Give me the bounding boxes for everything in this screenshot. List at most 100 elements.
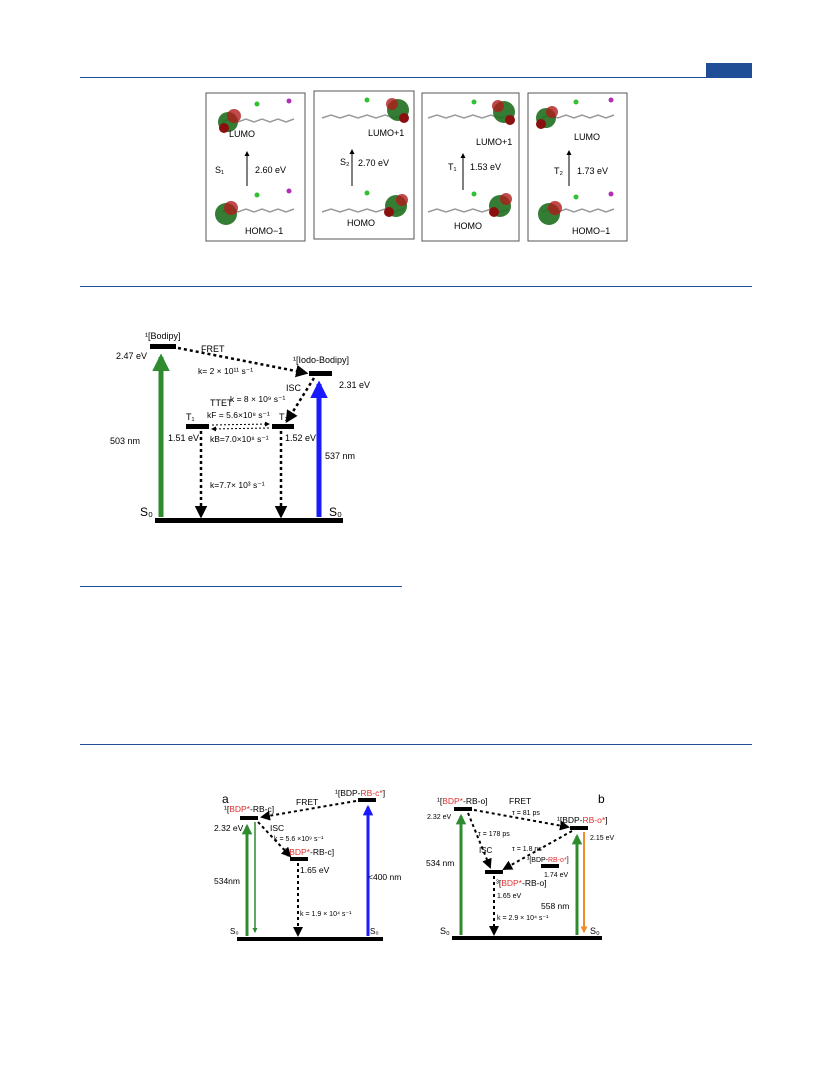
uv-absorption-label-a: <400 nm [368,872,401,882]
orbital-state-3: T₁ [448,162,457,172]
orbital-panel-2: LUMO+1 S₂ 2.70 eV HOMO [313,90,415,240]
s1-label-b: ¹[BDP*-RB-o] [437,796,488,806]
orbital-energy-2: 2.70 eV [358,158,389,168]
bodipy-level [150,344,176,349]
acceptor-triplet-label-b: ³[BDP-RB-o*] [527,857,569,864]
triplet-decay-rate: k=7.7× 10³ s⁻¹ [210,480,265,490]
triplet-label-b: ³[BDP*-RB-o] [496,878,547,888]
section-rule-2 [80,586,402,587]
ground-state-left-label-a: S₀ [230,927,239,936]
panel-label-b: b [598,792,605,806]
t1-level [186,424,209,429]
jablonski-diagram-1: ¹[Bodipy] 2.47 eV FRET k= 2 × 10¹¹ s⁻¹ ¹… [110,331,370,523]
orbital-panels: LUMO S₁ 2.60 eV HOMO−1 LUMO+1 [205,90,628,242]
triplet-label-a: ³[BDP*-RB-c] [284,847,334,857]
absorption-left-label: 503 nm [110,436,140,446]
t2-energy: 1.52 eV [285,433,316,443]
fret-rate: k= 2 × 10¹¹ s⁻¹ [198,366,253,376]
fret-arrow-a [260,800,357,821]
fret-label: FRET [201,344,225,354]
triplet-decay-rate-b: k = 2.9 × 10⁴ s⁻¹ [497,915,549,922]
orbital-panel-3: LUMO+1 T₁ 1.53 eV HOMO [421,92,520,242]
ttet-back-arrow [211,426,270,432]
acceptor-energy-b: 2.15 eV [590,835,614,842]
isc-lifetime-b: τ = 178 ps [478,831,510,838]
molecule-homo-1 [215,188,295,225]
ground-state-right-label-a: S₀ [370,927,379,936]
s1-energy-a: 2.32 eV [214,823,244,833]
bodipy-energy: 2.47 eV [116,351,147,361]
t1-energy: 1.51 eV [168,433,199,443]
molecule-lumo-2 [321,97,409,123]
acceptor-lifetime-b: τ = 1.8 ns [512,846,542,853]
donor-level-a [358,798,376,802]
triplet-decay-rate-a: k = 1.9 × 10⁴ s⁻¹ [300,911,352,918]
orbital-energy-3: 1.53 eV [470,162,501,172]
ground-state-right-label: S₀ [329,505,342,519]
iodo-bodipy-energy: 2.31 eV [339,380,370,390]
iodo-bodipy-level [309,371,332,376]
orbital-upper-label-3: LUMO+1 [476,137,512,147]
orbital-panel-4: LUMO T₂ 1.73 eV HOMO−1 [527,92,628,242]
ground-state-bar-a [237,937,383,941]
ground-state-bar-b [452,936,602,940]
isc-rate: k = 8 × 10⁹ s⁻¹ [230,394,286,404]
orbital-lower-label-4: HOMO−1 [572,226,610,236]
fret-label-a: FRET [296,797,318,807]
triplet-level-b [485,870,503,874]
isc-arrow-b [467,812,492,869]
s1-level-b [454,807,472,811]
acceptor-triplet-level-b [541,864,559,868]
s1-label-a: ¹[BDP*-RB-c] [224,804,274,814]
section-rule-1 [80,286,752,287]
isc-label-b: ISC [479,846,493,855]
s1-energy-b: 2.32 eV [427,814,451,821]
orbital-upper-label-1: LUMO [229,129,255,139]
fret-arrow [177,346,309,378]
triplet-energy-b: 1.65 eV [497,893,521,900]
fret-arrow-b [473,809,570,831]
absorption-label-a: 534nm [214,876,240,886]
absorption-label-b: 534 nm [426,858,454,868]
t2-level [272,424,294,429]
jablonski-diagram-a: a ¹[BDP*-RB-c] 2.32 eV ¹[BDP-RB-c*] FRET… [214,788,401,941]
ttet-back-rate: kB=7.0×10⁸ s⁻¹ [210,434,269,444]
absorption-right-label: 537 nm [325,451,355,461]
orbital-state-4: T₂ [554,166,563,176]
panel-label-a: a [222,792,229,806]
jablonski-diagram-b: b ¹[BDP*-RB-o] 2.32 eV FRET τ = 81 ps ¹[… [426,792,614,940]
molecule-lumo-1 [218,98,295,133]
molecule-lumo-3 [427,99,515,125]
acceptor-label-b: ¹[BDP-RB-o*] [557,815,608,825]
ttet-label: TTET [210,398,233,408]
orbital-upper-label-4: LUMO [574,132,600,142]
isc-label-a: ISC [270,823,284,833]
orbital-lower-label-1: HOMO−1 [245,226,283,236]
molecule-homo-3 [427,191,512,217]
ttet-forward-arrow [211,421,270,427]
header-tab [706,63,752,77]
molecule-lumo-4 [536,97,615,129]
fret-lifetime-b: τ = 81 ps [512,810,540,817]
t1-label: T₁ [186,412,195,422]
acceptor-absorption-label-b: 558 nm [541,901,569,911]
bodipy-label: ¹[Bodipy] [145,331,181,341]
ground-state-right-label-b: S₀ [590,926,600,936]
orbital-energy-4: 1.73 eV [577,166,608,176]
molecule-homo-4 [538,191,615,225]
header-rule [80,77,752,78]
triplet-level-a [290,857,308,861]
t2-label: T₂ [279,412,288,422]
acceptor-level-b [570,826,588,830]
orbital-panel-1: LUMO S₁ 2.60 eV HOMO−1 [205,92,306,242]
orbital-state-2: S₂ [340,157,350,167]
fret-label-b: FRET [509,796,531,806]
acceptor-triplet-energy-b: 1.74 eV [544,872,568,879]
orbital-state-1: S₁ [215,165,224,175]
ground-state-bar [155,518,343,523]
ground-state-left-label: S₀ [140,505,153,519]
section-rule-3 [80,744,752,745]
ground-state-left-label-b: S₀ [440,926,450,936]
orbital-upper-label-2: LUMO+1 [368,128,404,138]
